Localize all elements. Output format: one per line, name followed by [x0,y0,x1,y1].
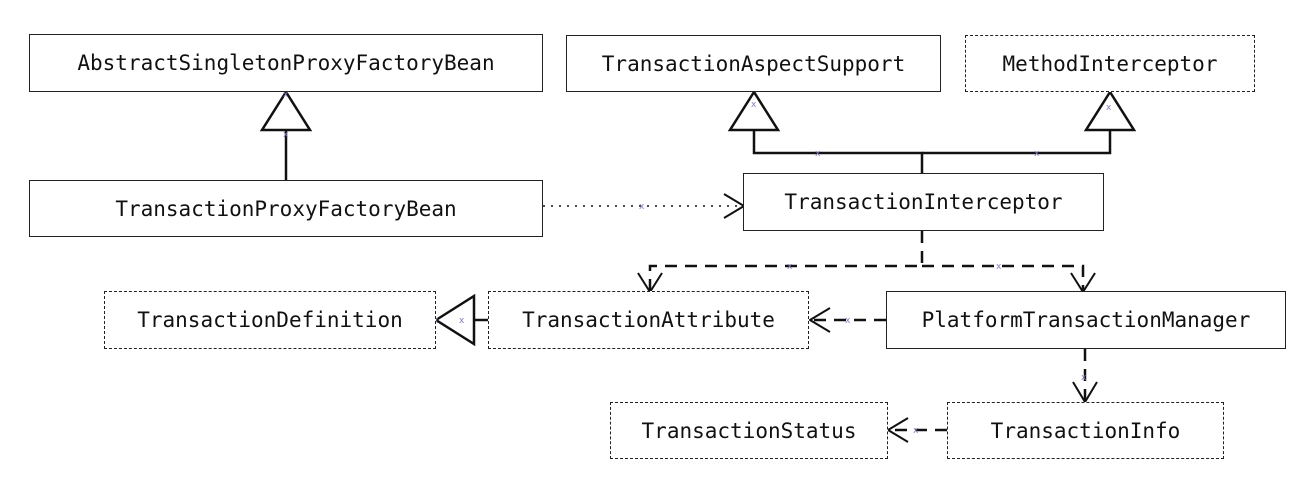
svg-text:x: x [751,100,757,110]
svg-text:x: x [815,149,821,159]
edge-info-uses-status: x [886,417,947,443]
edge-attribute-extends-definition: x x [433,293,488,347]
edge-interceptor-extends-aspectsupport: x x [727,89,924,173]
edge-transactionmanager-uses-info: x [1072,349,1098,404]
svg-text:x: x [283,130,289,140]
svg-text:x: x [913,426,919,436]
edge-transactionmanager-uses-attribute: x [808,307,886,333]
class-abstractsingletonproxyfactorybean[interactable]: AbstractSingletonProxyFactoryBean [29,34,543,92]
interface-transactiondefinition[interactable]: TransactionDefinition [104,291,436,349]
edge-interceptor-implements-methodinterceptor: x x [922,89,1137,159]
class-transactioninterceptor[interactable]: TransactionInterceptor [743,173,1104,231]
interface-transactionattribute[interactable]: TransactionAttribute [488,291,809,349]
edge-proxyfactorybean-uses-interceptor: x [543,193,746,219]
svg-text:x: x [1081,373,1087,383]
svg-text:x: x [459,316,465,326]
interface-methodinterceptor[interactable]: MethodInterceptor [965,35,1255,92]
svg-text:x: x [639,202,645,212]
svg-text:x: x [283,90,289,100]
class-transactionaspectsupport[interactable]: TransactionAspectSupport [566,35,941,92]
interface-transactionstatus[interactable]: TransactionStatus [610,402,888,459]
svg-text:x: x [996,262,1002,272]
svg-text:x: x [433,316,439,326]
svg-text:x: x [1106,103,1112,113]
class-platformtransactionmanager[interactable]: PlatformTransactionManager [886,291,1286,349]
svg-text:x: x [1034,149,1040,159]
edge-interceptor-uses-transactionmanager: x [922,262,1096,294]
edge-proxyfactorybean-extends-abstractsingleton: x x [259,89,313,180]
class-transactionproxyfactorybean[interactable]: TransactionProxyFactoryBean [29,180,543,237]
edge-interceptor-uses-attribute: x [637,231,924,294]
interface-transactioninfo[interactable]: TransactionInfo [947,402,1224,459]
svg-text:x: x [787,262,793,272]
svg-text:x: x [845,316,851,326]
